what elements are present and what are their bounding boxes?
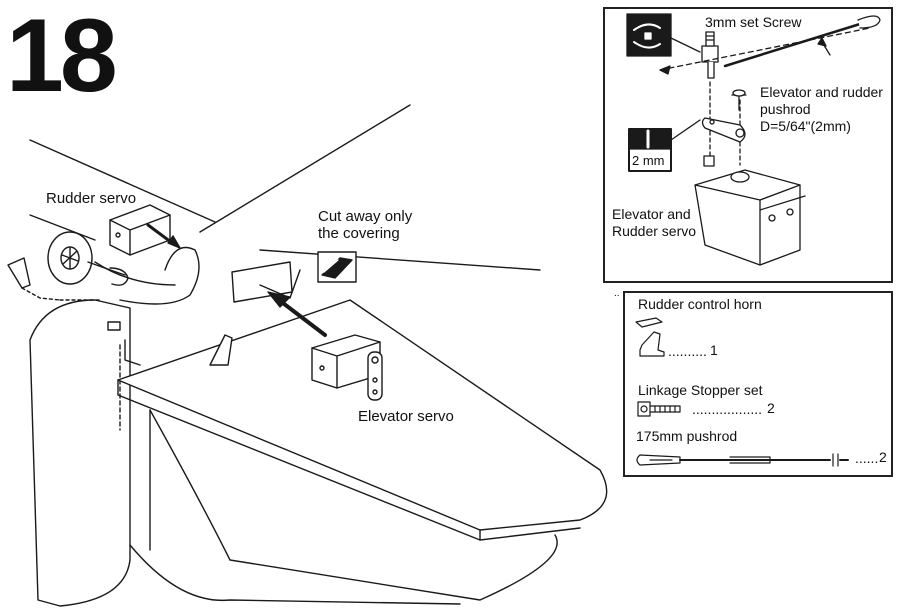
pushrod-label-line2: pushrod: [760, 101, 811, 117]
detail-servo-label-line2: Rudder servo: [612, 223, 697, 239]
cut-away-label-line2: the covering: [318, 225, 400, 242]
parts-item-0-name: Rudder control horn: [638, 296, 762, 312]
rudder-surface: [29, 299, 131, 607]
pushrod-label-line1: Elevator and rudder: [760, 84, 883, 100]
parts-marker: ..: [614, 288, 620, 299]
parts-item-1-name: Linkage Stopper set: [638, 382, 763, 398]
elevator-servo-drawing: [311, 334, 383, 401]
parts-item-1-dots: ..................: [692, 401, 763, 417]
pushrod-rod: [723, 22, 862, 68]
cut-away-label-line1: Cut away only: [318, 208, 413, 225]
parts-item-2-name: 175mm pushrod: [636, 428, 738, 444]
control-horn-plate-icon: [635, 317, 663, 328]
rudder-servo-drawing: [109, 204, 171, 256]
parts-item-2-qty: 2: [879, 449, 887, 465]
detail-servo-body: [694, 169, 806, 266]
parts-item-0-dots: ..........: [668, 343, 707, 359]
elevator-stabilizer: [117, 299, 608, 531]
detail-servo-label-line1: Elevator and: [612, 206, 691, 222]
fuselage-side-edge: [259, 249, 541, 271]
fuselage-top-edge-right: [199, 104, 411, 233]
drill-size-label: 2 mm: [632, 153, 665, 168]
elevator-control-horn: [209, 334, 233, 366]
pushrod-label-line3: D=5/64"(2mm): [760, 118, 851, 134]
parts-item-1-qty: 2: [767, 400, 775, 416]
parts-list-panel: [623, 291, 893, 477]
parts-item-0-qty: 1: [710, 342, 718, 358]
elevator-servo-label: Elevator servo: [358, 408, 454, 425]
linkage-detail-panel: [603, 7, 893, 283]
rudder-servo-label: Rudder servo: [46, 190, 137, 207]
parts-item-2-dots: ......: [855, 450, 879, 466]
fuselage-top-edge: [29, 139, 216, 223]
linkage-stopper-icon: [637, 401, 651, 417]
control-horn-icon: [639, 331, 665, 357]
set-screw-label: 3mm set Screw: [705, 14, 802, 30]
step-number: 18: [6, 0, 118, 114]
